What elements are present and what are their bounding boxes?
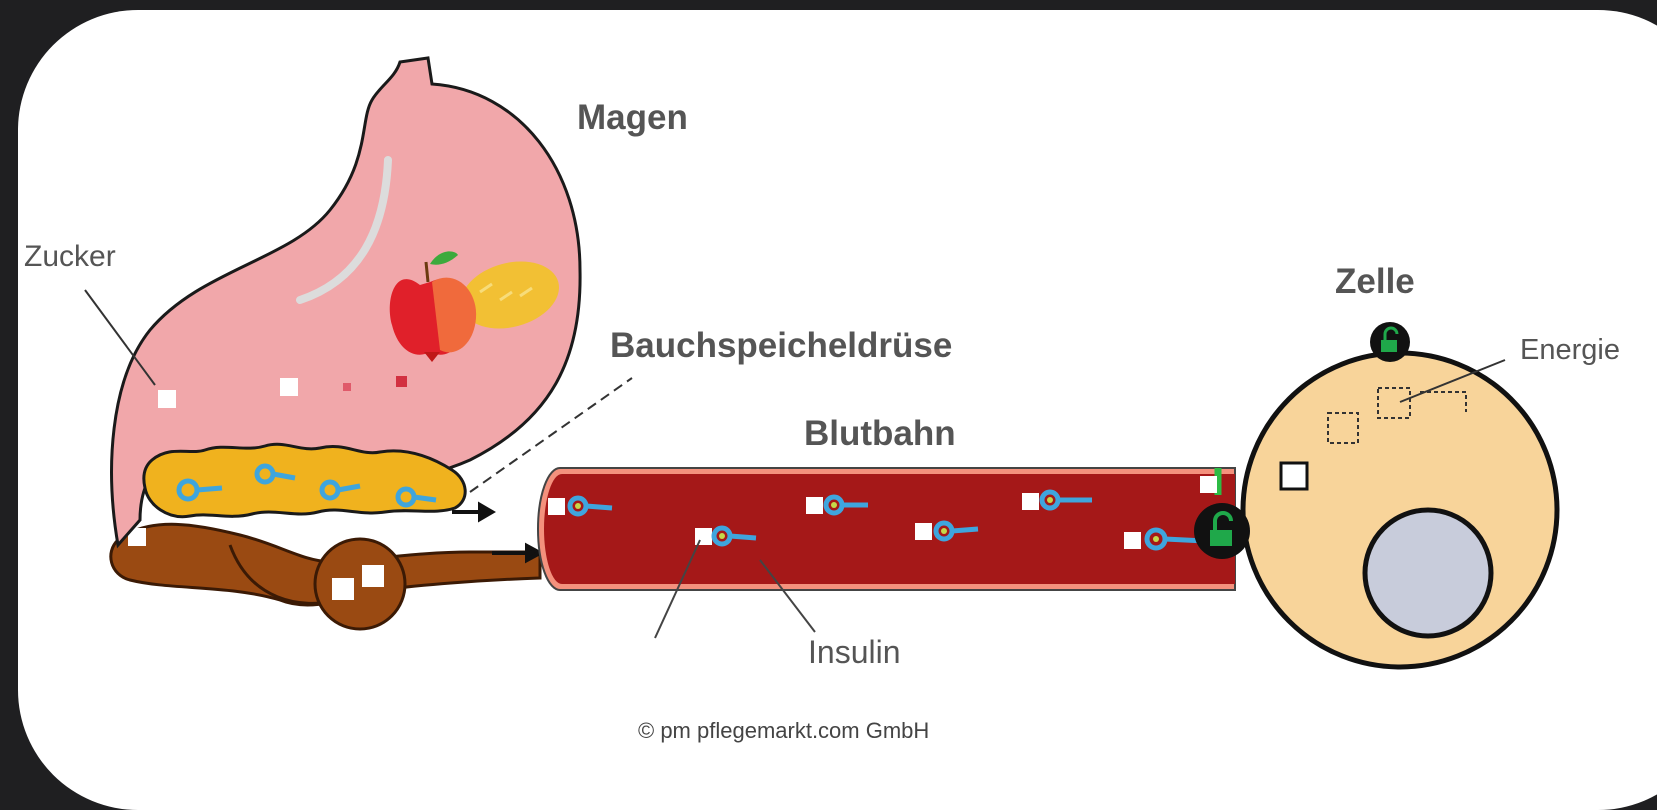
label-energie: Energie xyxy=(1520,334,1620,367)
blood-vessel xyxy=(538,468,1235,590)
label-zucker: Zucker xyxy=(24,240,116,274)
intestine xyxy=(111,524,540,629)
cell-nucleus xyxy=(1365,510,1491,636)
copyright-notice: © pm pflegemarkt.com GmbH xyxy=(638,718,929,744)
label-insulin: Insulin xyxy=(808,634,901,671)
label-zelle: Zelle xyxy=(1335,262,1415,302)
sugar-square xyxy=(343,383,351,391)
cell xyxy=(1243,353,1557,667)
lock-icon xyxy=(1370,322,1410,362)
sugar-square xyxy=(1200,476,1217,493)
sugar-square xyxy=(362,565,384,587)
sugar-square xyxy=(332,578,354,600)
label-blutbahn: Blutbahn xyxy=(804,414,956,454)
gallbladder xyxy=(315,539,405,629)
sugar-square xyxy=(158,390,176,408)
sugar-square xyxy=(280,378,298,396)
label-bauchspeicheldruese: Bauchspeicheldrüse xyxy=(610,326,952,366)
pancreas xyxy=(144,444,465,516)
sugar-square xyxy=(1281,463,1307,489)
label-magen: Magen xyxy=(577,98,688,138)
sugar-square xyxy=(396,376,407,387)
lock-icon xyxy=(1194,503,1250,559)
